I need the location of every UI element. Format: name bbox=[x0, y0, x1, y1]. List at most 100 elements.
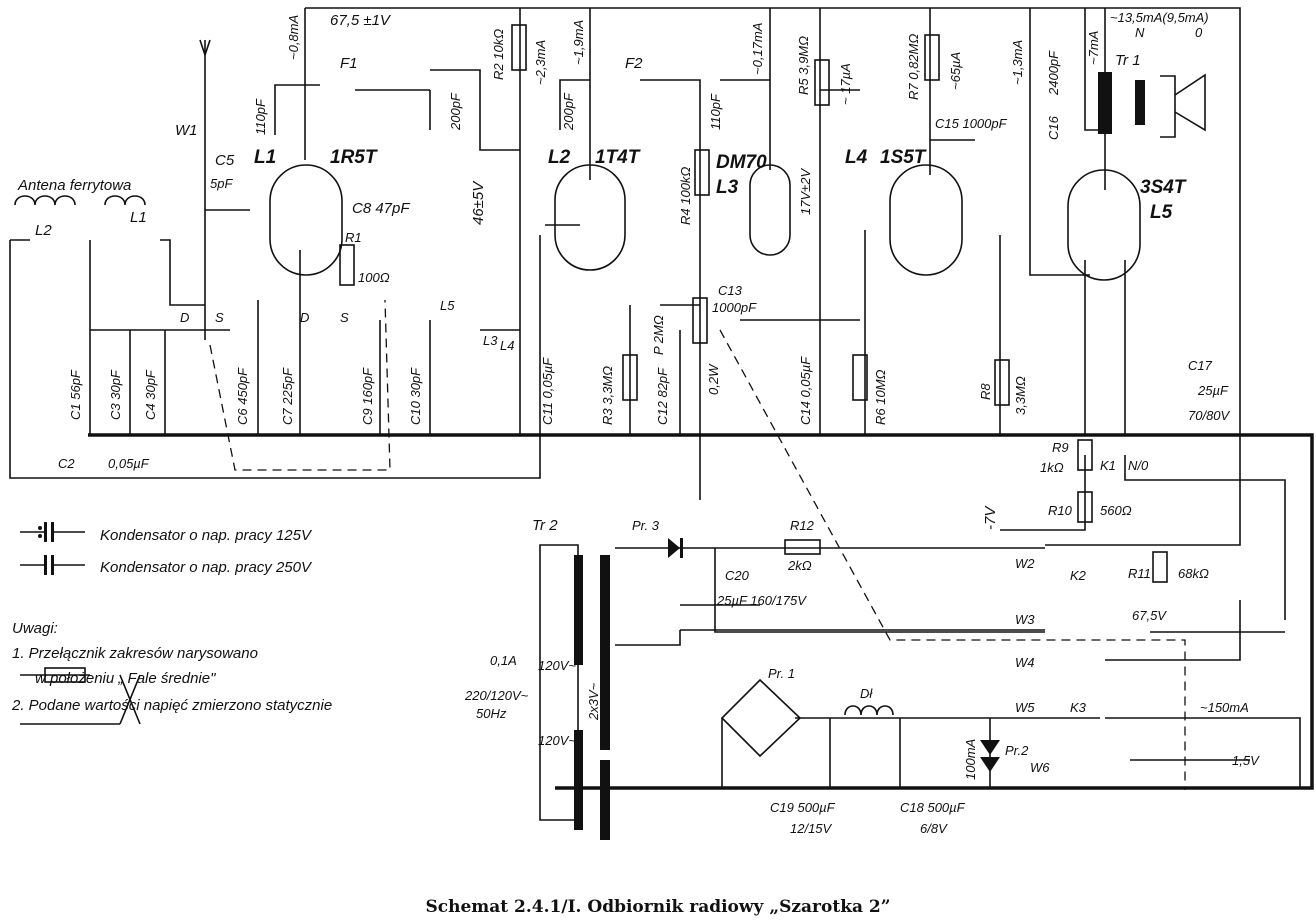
label: 17V±2V bbox=[798, 168, 813, 215]
label: D bbox=[300, 310, 309, 325]
label: L4 bbox=[500, 338, 514, 353]
label: C13 bbox=[718, 283, 743, 298]
label: 2kΩ bbox=[787, 558, 812, 573]
label: C10 30pF bbox=[408, 367, 423, 425]
tube-L2-type: 1T4T bbox=[595, 147, 641, 168]
label: ~150mA bbox=[1200, 700, 1249, 715]
label: C2 bbox=[58, 456, 75, 471]
label: D bbox=[180, 310, 189, 325]
label: C14 0,05µF bbox=[798, 356, 813, 425]
label: L3 bbox=[483, 333, 498, 348]
tube-L5 bbox=[1067, 169, 1141, 281]
range-switch-linkage bbox=[209, 299, 1186, 790]
label: ~0,8mA bbox=[286, 15, 301, 60]
label: 120V~ bbox=[538, 733, 576, 748]
label: 12/15V bbox=[790, 821, 833, 836]
label: C9 160pF bbox=[360, 367, 375, 425]
tube-L3-label: L3 bbox=[716, 177, 739, 198]
label: C15 1000pF bbox=[935, 116, 1008, 131]
label: 0,2W bbox=[706, 363, 721, 395]
label: -7V bbox=[982, 505, 999, 530]
label: 1000pF bbox=[712, 300, 757, 315]
label: Pr.2 bbox=[1005, 743, 1029, 758]
label: R12 bbox=[790, 518, 815, 533]
tube-L5-label: L5 bbox=[1150, 202, 1173, 223]
label: 0 bbox=[1195, 25, 1203, 40]
label: Pr. 3 bbox=[632, 518, 660, 533]
legend-symbols bbox=[20, 522, 85, 575]
antenna-label: Antena ferrytowa bbox=[17, 177, 131, 194]
caption: Schemat 2.4.1/I. Odbiornik radiowy „Szar… bbox=[425, 897, 890, 917]
label: 0,1A bbox=[490, 653, 517, 668]
label: C3 30pF bbox=[108, 369, 123, 420]
label: C1 56pF bbox=[68, 369, 83, 420]
label: 25µF 160/175V bbox=[716, 593, 807, 608]
label: 67,5V bbox=[1132, 608, 1167, 623]
label: W6 bbox=[1030, 760, 1050, 775]
label: R10 bbox=[1048, 503, 1073, 518]
label: C12 82pF bbox=[655, 367, 670, 425]
label: ~0,17mA bbox=[750, 23, 765, 75]
tube-L1 bbox=[269, 164, 343, 276]
label: K1 bbox=[1100, 458, 1116, 473]
label: 200pF bbox=[448, 92, 463, 131]
label: 110pF bbox=[253, 98, 268, 135]
label: R11 bbox=[1128, 566, 1151, 581]
label: 110pF bbox=[708, 93, 723, 130]
label: 2x3V~ bbox=[586, 682, 601, 721]
label: 1,5V bbox=[1232, 753, 1260, 768]
tube-L4 bbox=[889, 164, 963, 276]
label: 560Ω bbox=[1100, 503, 1132, 518]
label: ~2,3mA bbox=[533, 40, 548, 85]
label: R3 3,3MΩ bbox=[600, 366, 615, 425]
tube-L4-label: L4 bbox=[845, 147, 868, 168]
label: R8 bbox=[978, 383, 993, 400]
label: R7 0,82MΩ bbox=[906, 34, 921, 100]
tube-L2 bbox=[554, 164, 626, 271]
label: 70/80V bbox=[1188, 408, 1231, 423]
label: R5 3,9MΩ bbox=[796, 36, 811, 95]
tube-L2-label: L2 bbox=[548, 147, 571, 168]
label: K3 bbox=[1070, 700, 1087, 715]
label: L5 bbox=[440, 298, 455, 313]
label: N/0 bbox=[1128, 458, 1149, 473]
label: ~13,5mA(9,5mA) bbox=[1110, 10, 1209, 25]
note-2: 2. Podane wartości napięć zmierzono stat… bbox=[11, 697, 332, 714]
label: 220/120V~ bbox=[464, 688, 529, 703]
label: Tr 2 bbox=[532, 517, 558, 534]
label: C16 bbox=[1046, 115, 1061, 140]
label: L1 bbox=[130, 209, 147, 226]
label: W4 bbox=[1015, 655, 1035, 670]
bridge-rectifier-pr1 bbox=[720, 678, 802, 758]
label: 5pF bbox=[210, 176, 233, 191]
label: 2400pF bbox=[1046, 50, 1061, 96]
label: R2 10kΩ bbox=[491, 29, 506, 80]
label: R1 bbox=[345, 230, 362, 245]
label: ~1,9mA bbox=[571, 20, 586, 65]
label: 1kΩ bbox=[1040, 460, 1064, 475]
label: 67,5 ±1V bbox=[330, 12, 392, 29]
components bbox=[14, 24, 1206, 840]
label: 120V~ bbox=[538, 658, 576, 673]
label: C18 500µF bbox=[900, 800, 966, 815]
label: R4 100kΩ bbox=[678, 167, 693, 225]
tube-envelopes bbox=[269, 164, 1141, 281]
label: W1 bbox=[175, 122, 198, 139]
legend-125v: Kondensator o nap. pracy 125V bbox=[100, 527, 313, 544]
label: C20 bbox=[725, 568, 750, 583]
label: K2 bbox=[1070, 568, 1087, 583]
label: 46±5V bbox=[470, 180, 487, 225]
label: 100Ω bbox=[358, 270, 390, 285]
label: C6 450pF bbox=[235, 367, 250, 425]
note-1: 1. Przełącznik zakresów narysowano bbox=[12, 645, 258, 662]
tube-L1-label: L1 bbox=[254, 147, 276, 168]
label: R9 bbox=[1052, 440, 1069, 455]
label: ~ 17µA bbox=[838, 63, 853, 105]
tube-L3-type: DM70 bbox=[716, 152, 767, 173]
label: F1 bbox=[340, 55, 358, 72]
label: ~1,3mA bbox=[1010, 40, 1025, 85]
label: C8 47pF bbox=[352, 200, 410, 217]
tube-L5-type: 3S4T bbox=[1140, 177, 1187, 198]
label: Tr 1 bbox=[1115, 52, 1141, 69]
